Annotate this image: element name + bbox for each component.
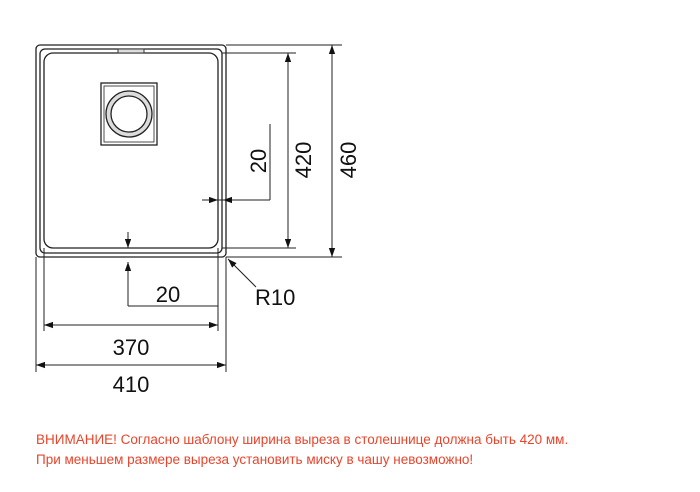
warning-line-1: ВНИМАНИЕ! Согласно шаблону ширина выреза… [36,432,569,447]
overflow-slot [117,48,145,54]
extension-lines [35,44,342,372]
outer-height-label: 460 [336,142,361,179]
corner-radius-label: R10 [255,285,295,310]
outer-width-label: 410 [113,372,150,397]
inner-height-dimension: 420 [284,53,316,248]
inner-height-label: 420 [291,142,316,179]
drain-offset-right-dimension: 20 [202,124,271,204]
outer-width-dimension: 410 [36,361,226,397]
sink-rim [39,48,223,254]
inner-width-dimension: 370 [44,321,218,360]
drain-offset-bottom-dimension: 20 [124,232,218,307]
warning-line-2: При меньшем размере выреза установить ми… [36,452,474,467]
sink-technical-drawing: 20 20 420 460 R10 370 410 [35,44,361,397]
sink-outer-edge [35,44,227,258]
drain-offset-bottom-label: 20 [156,282,180,307]
outer-height-dimension: 460 [328,45,361,257]
sink-outline [35,44,227,258]
drain-fitting [100,82,158,146]
sink-bowl [43,52,219,249]
inner-width-label: 370 [113,335,150,360]
corner-radius-callout: R10 [227,258,295,310]
warning-notice: ВНИМАНИЕ! Согласно шаблону ширина выреза… [36,430,568,470]
drain-offset-right-label: 20 [246,149,271,173]
